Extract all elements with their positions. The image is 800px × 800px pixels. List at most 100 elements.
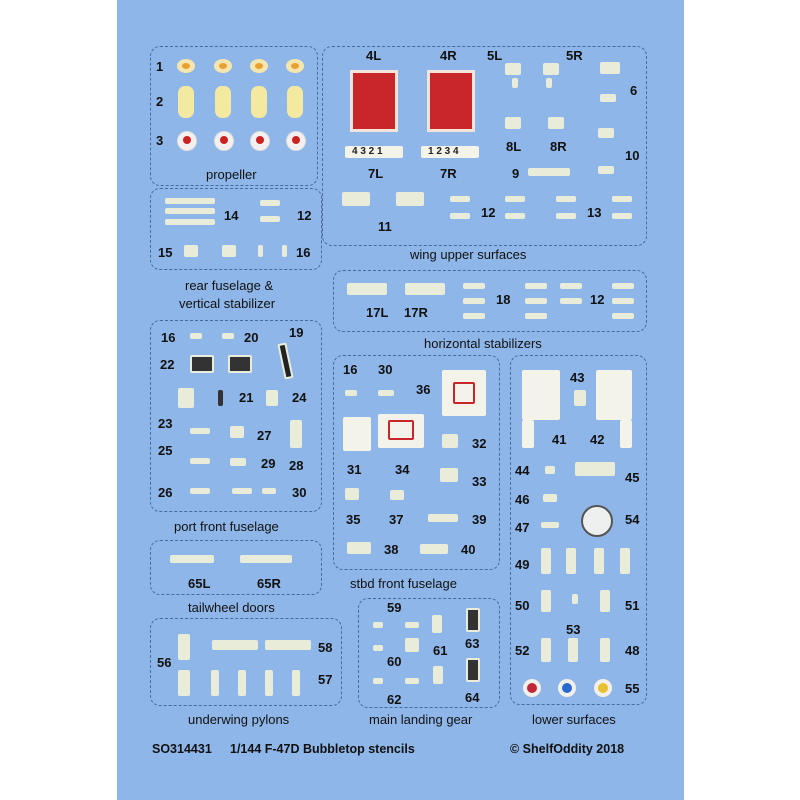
group-label-lower: lower surfaces: [532, 712, 616, 727]
propeller-logo-decal: [250, 131, 270, 151]
red-walkway-panel-right: [427, 70, 475, 132]
decal-number-54: 54: [625, 512, 640, 527]
stencil-decal: [405, 622, 419, 628]
decal-number-53: 53: [566, 622, 581, 637]
canopy-warning-decal: [442, 370, 486, 416]
stencil-decal: [345, 488, 359, 500]
stencil-decal: [612, 283, 634, 289]
stencil-decal: [525, 313, 547, 319]
cockpit-decal: [378, 414, 424, 448]
propeller-tip-decal: [177, 59, 195, 73]
decal-number-33: 33: [472, 474, 487, 489]
stencil-decal: [190, 488, 210, 494]
main-landing-gear-group: [358, 598, 500, 708]
cockpit-red-frame: [388, 420, 414, 440]
stencil-decal: [612, 213, 632, 219]
stencil-decal: [184, 245, 198, 257]
stencil-decal: [568, 638, 578, 662]
decal-number-4R: 4R: [440, 48, 457, 63]
decal-number-60: 60: [387, 654, 402, 669]
stencil-decal: [620, 420, 632, 448]
sheet-code: SO314431: [152, 742, 212, 756]
stencil-decal: [600, 590, 610, 612]
stencil-decal: [428, 514, 458, 522]
stencil-decal: [598, 128, 614, 138]
stencil-decal: [543, 63, 559, 75]
propeller-logo-decal: [177, 131, 197, 151]
stencil-decal: [560, 298, 582, 304]
stencil-decal: [505, 213, 525, 219]
stencil-decal: [228, 355, 252, 373]
stencil-decal: [260, 216, 280, 222]
decal-number-51: 51: [625, 598, 640, 613]
decal-number-29: 29: [261, 456, 276, 471]
stencil-decal: [541, 522, 559, 528]
decal-number-41: 41: [552, 432, 567, 447]
stencil-decal: [290, 420, 302, 448]
stencil-decal: [347, 283, 387, 295]
decal-number-50: 50: [515, 598, 530, 613]
decal-number-47: 47: [515, 520, 530, 535]
stencil-decal: [262, 488, 276, 494]
stencil-decal: [232, 488, 252, 494]
decal-number-36: 36: [416, 382, 431, 397]
stencil-decal: [505, 117, 521, 129]
group-label-tailwheel: tailwheel doors: [188, 600, 275, 615]
stencil-decal: [612, 196, 632, 202]
stencil-decal: [505, 196, 525, 202]
decal-number-1: 1: [156, 59, 164, 74]
stencil-decal: [420, 544, 448, 554]
stencil-decal: [450, 196, 470, 202]
underwing-pylons-group: [150, 618, 342, 706]
stencil-decal: [282, 245, 287, 257]
stencil-decal: [620, 548, 630, 574]
stencil-decal: [528, 168, 570, 176]
decal-number-2: 2: [156, 94, 164, 109]
stencil-decal: [512, 78, 518, 88]
decal-number-52: 52: [515, 643, 530, 658]
stencil-decal: [575, 462, 615, 476]
stencil-decal: [505, 63, 521, 75]
decal-number-25: 25: [158, 443, 173, 458]
stencil-decal: [343, 417, 371, 451]
stencil-decal: [292, 670, 300, 696]
stencil-decal: [190, 333, 202, 339]
stencil-decal: [594, 548, 604, 574]
stencil-decal: [373, 622, 383, 628]
decal-number-3: 3: [156, 133, 164, 148]
group-label-main-gear: main landing gear: [369, 712, 473, 727]
stencil-decal: [211, 670, 219, 696]
decal-number-17R: 17R: [404, 305, 428, 320]
stencil-decal: [546, 78, 552, 88]
stencil-decal: [170, 555, 214, 563]
digits-text-left: 4 3 2 1: [352, 146, 383, 157]
stencil-decal: [600, 638, 610, 662]
decal-number-59: 59: [387, 600, 402, 615]
copyright: © ShelfOddity 2018: [510, 742, 625, 756]
tailwheel-doors-group: [150, 540, 322, 595]
decal-number-28: 28: [289, 458, 304, 473]
decal-number-63: 63: [465, 636, 480, 651]
decal-number-45: 45: [625, 470, 640, 485]
decal-number-44: 44: [515, 463, 530, 478]
decal-number-5L: 5L: [487, 48, 503, 63]
stencil-decal: [222, 245, 236, 257]
stencil-decal: [405, 678, 419, 684]
decal-number-38: 38: [384, 542, 399, 557]
decal-number-23: 23: [158, 416, 173, 431]
stencil-decal: [433, 666, 443, 684]
stencil-decal: [600, 94, 616, 102]
decal-number-14: 14: [224, 208, 239, 223]
decal-number-9: 9: [512, 166, 520, 181]
propeller-logo-decal: [286, 131, 306, 151]
group-label-port-front: port front fuselage: [174, 519, 279, 534]
stencil-decal: [600, 62, 620, 74]
stencil-decal: [522, 420, 534, 448]
decal-number-12: 12: [590, 292, 605, 307]
stencil-decal: [466, 608, 480, 632]
decal-number-62: 62: [387, 692, 402, 707]
decal-number-7L: 7L: [368, 166, 384, 181]
propeller-blade-decal: [178, 86, 194, 118]
decal-number-65R: 65R: [257, 576, 281, 591]
decal-number-12: 12: [481, 205, 496, 220]
